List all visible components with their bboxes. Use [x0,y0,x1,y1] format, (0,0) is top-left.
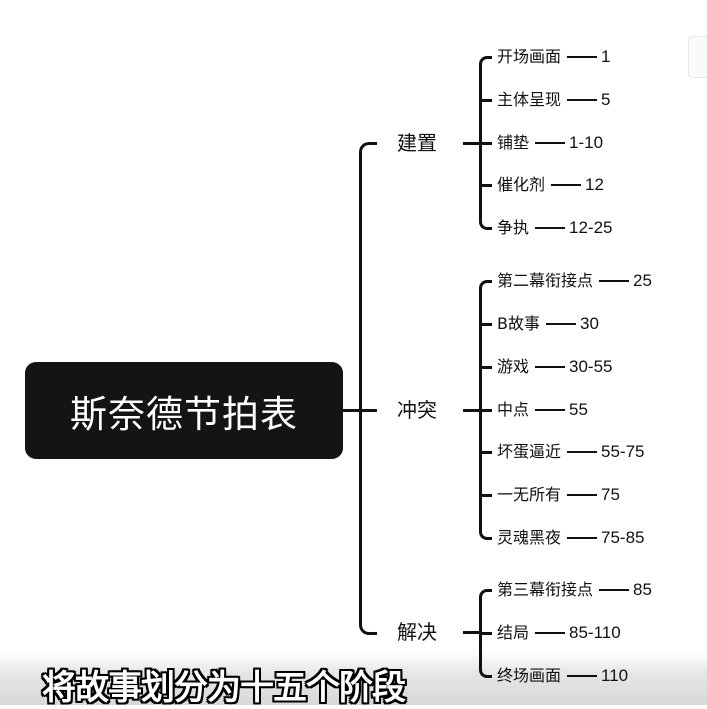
beat-label: 坏蛋逼近 [497,442,562,461]
beat-label: 主体呈现 [497,90,562,109]
child-branch [479,409,492,412]
child-branch [479,494,492,497]
beat-page: 25 [633,271,652,290]
beat-label: 灵魂黑夜 [497,528,562,547]
beat-dash [535,142,566,144]
subtitle-text: 将故事划分为十五个阶段 [42,668,406,708]
beat-node[interactable]: 一无所有 75 [497,485,620,505]
beat-label: 第三幕衔接点 [497,580,594,599]
main-bracket [359,142,377,635]
beat-label: 开场画面 [497,47,562,66]
beat-node[interactable]: 催化剂 12 [497,175,604,195]
category-connector [463,631,480,634]
category-connector [463,142,480,145]
beat-dash [545,323,576,325]
child-branch [479,99,492,102]
beat-label: 结局 [497,623,530,642]
beat-page: 30-55 [569,357,613,376]
beat-page: 55 [569,400,588,419]
beat-dash [599,280,630,282]
beat-dash [535,632,566,634]
corner-decoration [688,36,707,78]
beat-node[interactable]: 铺垫 1-10 [497,133,603,153]
beat-label: B故事 [497,314,540,333]
beat-node[interactable]: B故事 30 [497,314,599,334]
beat-page: 85-110 [569,623,621,642]
main-branch [359,409,377,412]
beat-label: 游戏 [497,357,530,376]
beat-node[interactable]: 争执 12-25 [497,218,613,238]
root-connector [343,409,361,412]
subtitle-bar [0,652,707,705]
beat-node[interactable]: 灵魂黑夜 75-85 [497,528,645,548]
category-node[interactable]: 冲突 [397,398,437,422]
beat-page: 1 [601,47,611,66]
beat-page: 12-25 [569,218,613,237]
beat-page: 75 [601,485,620,504]
child-branch [479,366,492,369]
child-branch [479,632,492,635]
beat-page: 110 [601,666,629,685]
beat-page: 55-75 [601,442,645,461]
category-node[interactable]: 建置 [397,131,437,155]
beat-node[interactable]: 开场画面 1 [497,47,610,67]
beat-dash [567,537,598,539]
beat-dash [551,184,582,186]
beat-page: 12 [585,175,604,194]
beat-dash [535,227,566,229]
beat-page: 5 [601,90,611,109]
beat-label: 第二幕衔接点 [497,271,594,290]
beat-page: 85 [633,580,652,599]
beat-node[interactable]: 中点 55 [497,400,588,420]
child-branch [479,451,492,454]
beat-dash [567,494,598,496]
beat-node[interactable]: 终场画面 110 [497,666,628,686]
beat-node[interactable]: 游戏 30-55 [497,357,613,377]
beat-dash [567,675,598,677]
beat-dash [567,99,598,101]
category-connector [463,409,480,412]
beat-page: 30 [579,314,599,333]
category-node[interactable]: 解决 [397,620,437,644]
beat-label: 争执 [497,218,530,237]
beat-node[interactable]: 主体呈现 5 [497,90,610,110]
beat-label: 铺垫 [497,133,530,152]
beat-dash [535,366,566,368]
beat-dash [567,451,598,453]
beat-label: 一无所有 [497,485,562,504]
root-label: 斯奈德节拍表 [70,392,298,436]
beat-node[interactable]: 坏蛋逼近 55-75 [497,442,645,462]
beat-dash [599,589,630,591]
child-branch [479,323,492,326]
beat-label: 催化剂 [497,175,546,194]
child-branch [479,142,492,145]
beat-dash [535,409,566,411]
beat-page: 1-10 [569,133,604,152]
beat-label: 终场画面 [497,666,562,685]
beat-label: 中点 [497,400,530,419]
beat-node[interactable]: 第二幕衔接点 25 [497,271,652,291]
beat-node[interactable]: 结局 85-110 [497,623,621,643]
child-branch [479,184,492,187]
root-node[interactable]: 斯奈德节拍表 [25,362,343,459]
beat-page: 75-85 [601,528,645,547]
beat-dash [567,56,598,58]
beat-node[interactable]: 第三幕衔接点 85 [497,580,652,600]
